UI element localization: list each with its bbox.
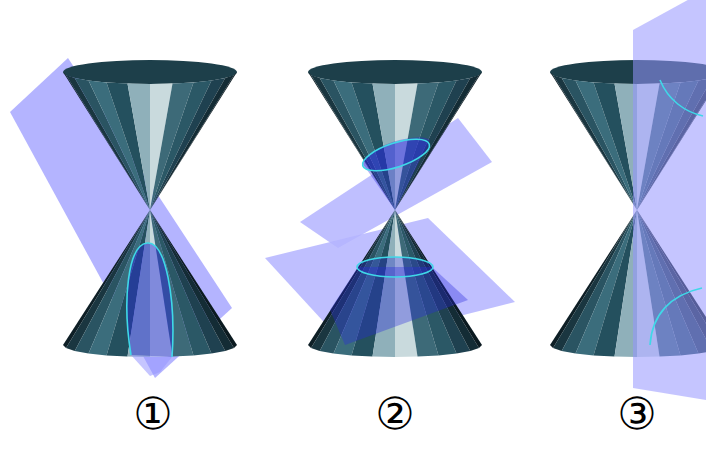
figure-number: ②: [375, 392, 414, 436]
figure-number: ③: [617, 392, 656, 436]
hyperbola-curve: [650, 288, 702, 345]
double-cone: [63, 60, 237, 357]
circle-curve: [357, 257, 433, 277]
double-cone: [308, 60, 482, 357]
cutting-plane: [633, 0, 706, 400]
plane-section: [127, 243, 173, 357]
figure-number: ①: [133, 392, 172, 436]
parabola-curve: [127, 243, 173, 357]
ellipse-curve: [359, 133, 433, 177]
hyperbola-curve: [660, 80, 703, 116]
